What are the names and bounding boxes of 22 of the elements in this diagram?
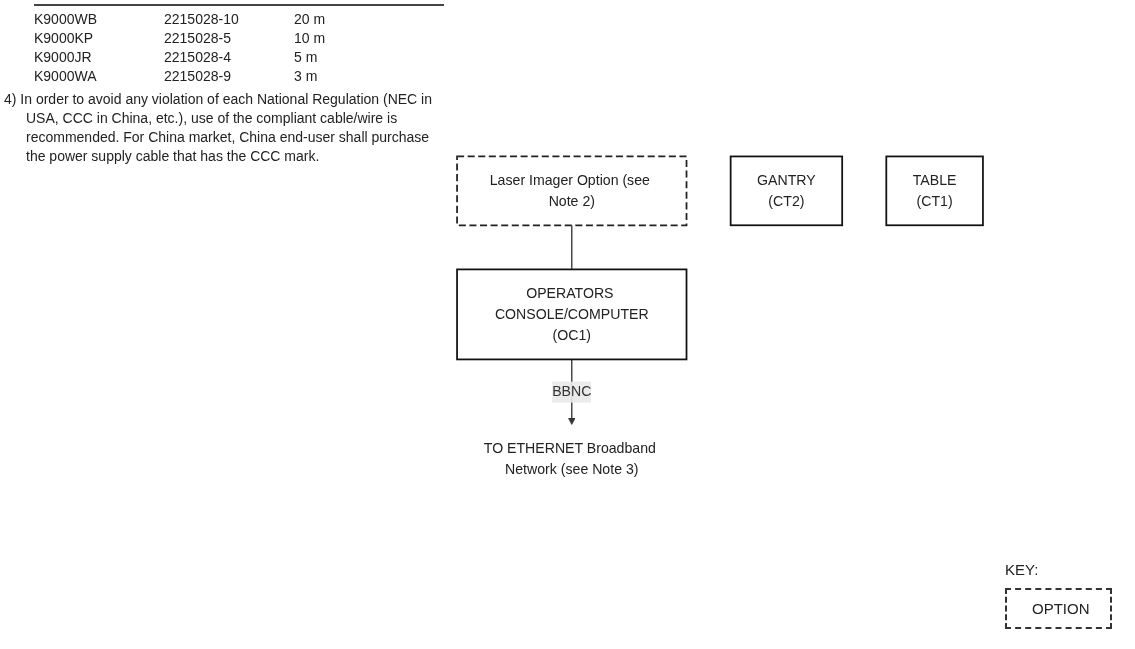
node-box: OPERATORS CONSOLE/COMPUTER (OC1) xyxy=(456,268,688,361)
node-box: Laser Imager Option (see Note 2) xyxy=(456,155,688,227)
note-text: 4) In order to avoid any violation of each National Regulation (NEC in USA, CCC in China, etc.), use of the compliant cable/wire is recommended. For China market, China end-user shall purchase the power supply cable that has the CCC mark. xyxy=(4,90,434,166)
table-cell-text: 10 m xyxy=(294,29,327,48)
table-cell-text: 3 m xyxy=(294,67,319,86)
node-text: TO ETHERNET Broadband Network (see Note 3) xyxy=(483,440,656,477)
node-box: GANTRY (CT2) xyxy=(729,155,844,227)
node-box: TABLE (CT1) xyxy=(885,155,984,227)
table-cell-text: 2215028-9 xyxy=(164,67,232,86)
edge-label: BBNC xyxy=(552,384,592,400)
legend-dashed-sample: OPTION xyxy=(1005,588,1112,629)
table-cell-text: K9000WA xyxy=(34,67,98,86)
connector xyxy=(571,224,573,271)
table-cell-text: K9000JR xyxy=(34,48,93,67)
key-heading: KEY: xyxy=(1005,561,1040,578)
table-cell-text: 5 m xyxy=(294,48,319,67)
table-cell-text: K9000KP xyxy=(34,29,95,48)
table-cell-text: 2215028-4 xyxy=(164,48,232,67)
table-cell-text: K9000WB xyxy=(34,10,99,29)
table-cell-text: 2215028-5 xyxy=(164,29,232,48)
table-cell-text: 20 m xyxy=(294,10,327,29)
table-cell-text: 2215028-10 xyxy=(164,10,240,29)
